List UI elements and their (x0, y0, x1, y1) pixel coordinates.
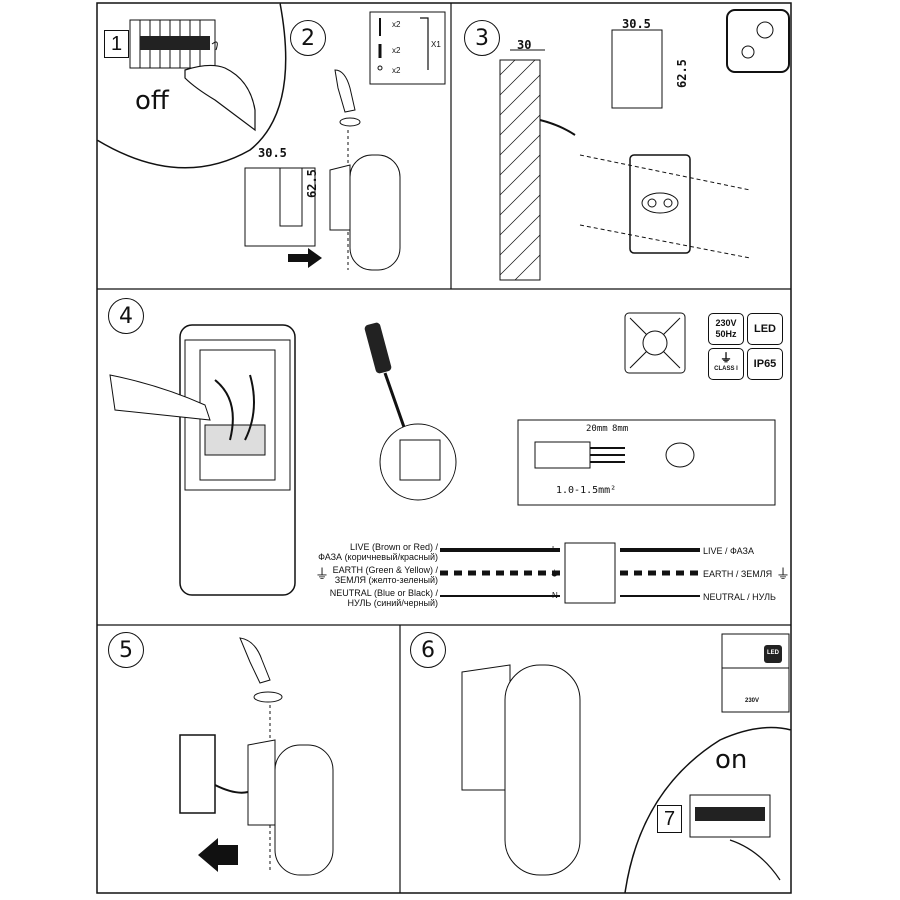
parts-qty-key: X1 (431, 40, 441, 49)
earth-label-en: EARTH (Green & Yellow) / (332, 565, 438, 575)
earth-icon-right: ⏚ (776, 566, 790, 582)
terminal-e-label: ⏚ (550, 569, 560, 579)
strip-outer-length: 20mm (586, 424, 608, 434)
dim-mount-width-step2: 30.5 (258, 146, 287, 160)
step-4-badge: 4 (108, 298, 144, 334)
step-3-badge: 3 (464, 20, 500, 56)
class-label: CLASS I (714, 366, 738, 372)
power-off-label: off (135, 86, 169, 116)
led-badge: LED (747, 313, 783, 345)
step-1-badge: 1 (104, 30, 130, 58)
neutral-label-en: NEUTRAL (Blue or Black) / (329, 588, 438, 598)
led-mini-badge: LED (767, 650, 779, 656)
step-6-badge: 6 (410, 632, 446, 668)
step-7-badge: 7 (657, 805, 683, 833)
neutral-label-right: NEUTRAL / НУЛЬ (703, 592, 776, 602)
power-on-label: on (715, 745, 748, 775)
voltage-mini-label: 230V (745, 698, 760, 704)
parts-qty-screw: x2 (392, 20, 401, 29)
strip-inner-length: 8mm (612, 424, 629, 434)
earth-label-right: EARTH / ЗЕМЛЯ (703, 569, 773, 579)
neutral-label: NEUTRAL (Blue or Black) / НУЛЬ (синий/че… (268, 588, 438, 608)
ip-badge: IP65 (747, 348, 783, 380)
earth-label-ru: ЗЕМЛЯ (желто-зеленый) (334, 575, 438, 585)
step-5-badge: 5 (108, 632, 144, 668)
wire-gauge: 1.0-1.5mm² (556, 485, 617, 496)
parts-qty-cap: x2 (392, 66, 401, 75)
dim-wall-offset: 30 (517, 38, 532, 52)
terminal-n-label: N (552, 591, 558, 600)
live-label-right: LIVE / ФАЗА (703, 546, 754, 556)
class-badge: ⏚ CLASS I (708, 348, 744, 380)
earth-label: EARTH (Green & Yellow) / ЗЕМЛЯ (желто-зе… (268, 565, 438, 585)
voltage-badge: 230V 50Hz (708, 313, 744, 345)
neutral-label-ru: НУЛЬ (синий/черный) (347, 598, 438, 608)
parts-qty-anchor: x2 (392, 46, 401, 55)
dim-mount-width-step3: 30.5 (622, 17, 651, 31)
terminal-l-label: L (552, 545, 557, 554)
live-label-en: LIVE (Brown or Red) / (349, 542, 438, 552)
live-label: LIVE (Brown or Red) / ФАЗА (коричневый/к… (268, 542, 438, 562)
step-2-badge: 2 (290, 20, 326, 56)
earth-icon-left: ⏚ (315, 566, 329, 582)
live-label-ru: ФАЗА (коричневый/красный) (318, 552, 438, 562)
earth-icon: ⏚ (719, 351, 732, 365)
